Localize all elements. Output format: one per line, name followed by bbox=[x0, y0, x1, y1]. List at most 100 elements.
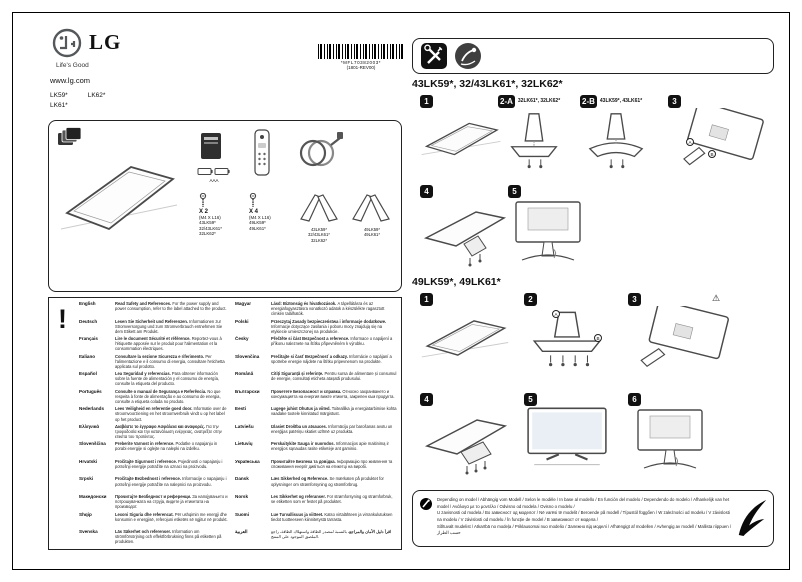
notice-column-left: English Read Safety and References.For th… bbox=[79, 301, 229, 547]
lg-wordmark: LG bbox=[89, 30, 122, 54]
notice-text: Прочетете Безопасност и справка.Относно … bbox=[271, 389, 397, 407]
notice-body: Për ushqimin me energji dhe konsumin e e… bbox=[115, 511, 228, 522]
website-url: www.lg.com bbox=[50, 76, 91, 85]
screw-spec: (M4 X L16) bbox=[249, 215, 271, 220]
notice-title: اقرأ دليل الأمان والمراجع. bbox=[347, 529, 392, 535]
assembly-step: 6 bbox=[628, 392, 712, 476]
barcode-code: *MFL70382003* bbox=[340, 60, 382, 65]
language-name: Română bbox=[235, 371, 254, 377]
model-name: 43LK59* bbox=[310, 227, 328, 232]
step-badge: 3 bbox=[668, 94, 681, 108]
assembly-step: 1 bbox=[420, 94, 502, 170]
language-name: Svenska bbox=[79, 529, 98, 535]
language-name: English bbox=[79, 301, 96, 306]
notice-title: Read Safety and References. bbox=[115, 301, 172, 306]
language-name: Slovenčina bbox=[235, 353, 260, 359]
footnote-line: Depending on model / Abhängig vom Modell… bbox=[437, 497, 730, 509]
notice-body: Informácie o napájaní a spotrebe energie… bbox=[271, 353, 392, 364]
notice-title: Przeczytaj Zasady bezpieczeństwa i infor… bbox=[271, 318, 387, 324]
model-name: LK62* bbox=[87, 92, 106, 99]
notice-text: Przeczytaj Zasady bezpieczeństwa i infor… bbox=[271, 319, 397, 337]
notice-text: Preberite Varnost in reference.Podatke o… bbox=[115, 441, 229, 459]
language-name: Português bbox=[79, 388, 102, 394]
safety-notice-table: ! English Read Safety and References.For … bbox=[48, 297, 402, 550]
notice-body: Για την τροφοδοσία και την κατανάλωση εν… bbox=[115, 423, 222, 440]
stand-assembly-illustration bbox=[580, 108, 652, 170]
tv-panel-illustration bbox=[59, 151, 179, 243]
tv-back-cable-illustration bbox=[628, 406, 712, 476]
battery-type-label: AAA bbox=[209, 178, 219, 183]
step-badge: 2-A bbox=[498, 94, 515, 108]
footnote-text: Depending on model / Abhängig vom Modell… bbox=[437, 497, 733, 537]
barcode: *MFL70382003* (1801-REV00) bbox=[318, 44, 404, 70]
language-name: Lietuvių bbox=[235, 441, 253, 447]
notice-title: Lees Veiligheid en referentie goed door. bbox=[115, 406, 193, 412]
notice-text: Read Safety and References.For the power… bbox=[115, 301, 229, 319]
language-name: Français bbox=[79, 336, 98, 342]
stand-assembly-illustration bbox=[524, 306, 610, 372]
notice-title: Läs Säkerhet och referenser. bbox=[115, 529, 171, 535]
section1-title: 43LK59*, 32/43LK61*, 32LK62* bbox=[412, 78, 563, 90]
barcode-revision: (1801-REV00) bbox=[346, 65, 376, 70]
notice-text: Прочитайте Безпека та довідка.Інформацію… bbox=[271, 459, 397, 477]
step-badge: 2 bbox=[524, 292, 537, 306]
model-name: 49LK59* bbox=[249, 220, 266, 225]
footnote-box: Depending on model / Abhängig vom Modell… bbox=[412, 490, 774, 547]
model-name: LK59* bbox=[50, 92, 68, 99]
step-badge: 2-B bbox=[580, 94, 597, 108]
hand-swoosh-illustration bbox=[735, 497, 769, 539]
notice-text: Lue Turvallisuus ja viitteet.Katso virta… bbox=[271, 512, 397, 530]
notice-text: Lees Veiligheid en referentie goed door.… bbox=[115, 406, 229, 424]
exclamation-icon: ! bbox=[58, 304, 67, 334]
language-name: Українська bbox=[235, 458, 260, 464]
notice-title: Lexoni Siguria dhe referencat. bbox=[115, 511, 174, 517]
part-a-label: A bbox=[552, 310, 560, 318]
assembly-step: 3 A B bbox=[668, 94, 764, 174]
notice-text: Lásd: Biztonság és hivatkozások.A tápell… bbox=[271, 301, 397, 319]
notice-body: Informationen zur Stromversorgung und zu… bbox=[115, 318, 223, 334]
language-name: Slovenščina bbox=[79, 441, 106, 447]
step-badge: 1 bbox=[420, 292, 433, 306]
model-list-row1: LK59* LK62* bbox=[50, 92, 105, 99]
screw-set: X 2 (M4 X L16) 43LK59* 32/43LK61* 32LK62… bbox=[199, 193, 222, 237]
language-name: Ελληνικά bbox=[79, 423, 100, 429]
notice-title: Perskaitykite Sauga ir nuorodos. bbox=[271, 441, 335, 447]
notice-text: Lugege juhist Ohutus ja viited.Toitealli… bbox=[271, 406, 397, 424]
model-list-row2: LK61* bbox=[50, 102, 68, 109]
notice-body: Pojedinosti o napajanju i potrošnji ener… bbox=[115, 458, 223, 470]
notice-body: Informacije o napajanju i potrošnji ener… bbox=[115, 476, 227, 487]
notice-body: Относно захранването и консумацията на е… bbox=[271, 388, 395, 399]
notice-title: Pročitajte Sigurnost i reference. bbox=[115, 458, 177, 464]
model-name: 32LK62* bbox=[310, 237, 328, 243]
assembly-step: 2-A 32LK61*, 32LK62* bbox=[498, 94, 570, 170]
language-name: Polski bbox=[235, 318, 249, 324]
notice-body: Se mærkaten på produktet for oplysninger… bbox=[271, 476, 384, 487]
tools-header-box bbox=[412, 38, 774, 74]
notice-title: Lea Seguridad y referencias. bbox=[115, 371, 171, 377]
notice-body: For the power supply and power consumpti… bbox=[115, 301, 227, 312]
page-border bbox=[12, 12, 790, 570]
notice-body: Informace o napájení a příkonu naleznete… bbox=[271, 336, 393, 347]
notice-text: Pročitajte Bezbednost i reference.Inform… bbox=[115, 476, 229, 494]
language-name: Norsk bbox=[235, 494, 249, 500]
notice-title: Preberite Varnost in reference. bbox=[115, 441, 175, 447]
notice-title: Прочитайте Безпека та довідка. bbox=[271, 458, 336, 464]
model-name: 49LK59* bbox=[363, 227, 381, 232]
barcode-bars bbox=[318, 44, 404, 59]
notice-body: Katso virtalähteen ja virrankulutuksen t… bbox=[271, 511, 393, 522]
language-name: Deutsch bbox=[79, 318, 98, 324]
assembly-step: 2-B 43LK59*, 43LK61* bbox=[580, 94, 652, 170]
